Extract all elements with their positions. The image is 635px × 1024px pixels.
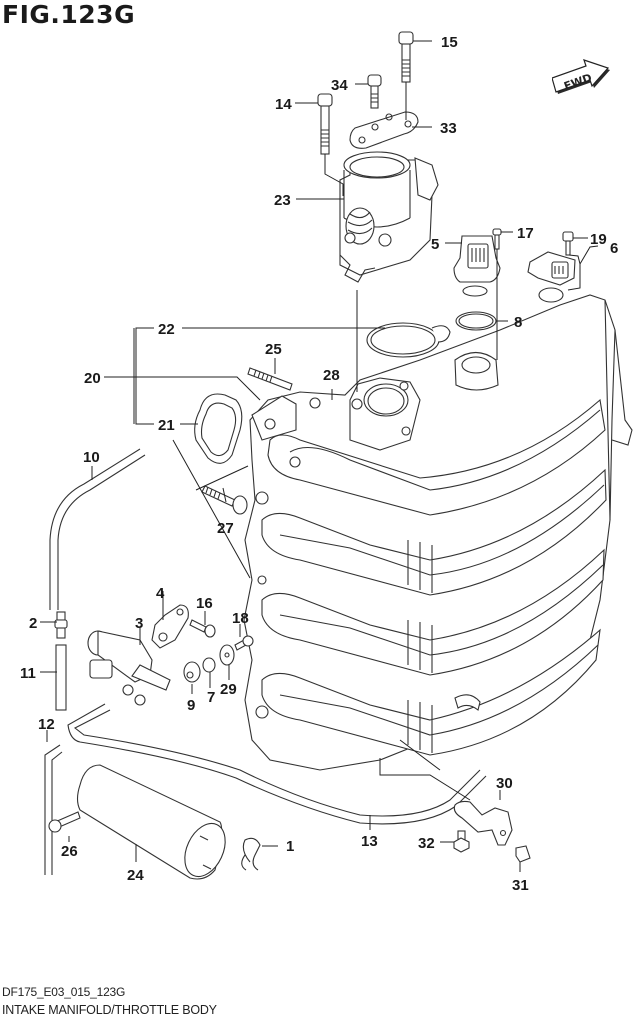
bolt-32[interactable] bbox=[453, 830, 470, 853]
bolt-18[interactable] bbox=[234, 635, 254, 651]
callout-7[interactable]: 7 bbox=[207, 689, 215, 706]
callout-2[interactable]: 2 bbox=[29, 615, 37, 632]
gasket-21[interactable] bbox=[194, 393, 243, 464]
diagram-caption: INTAKE MANIFOLD/THROTTLE BODY bbox=[2, 1003, 217, 1017]
plate-33[interactable] bbox=[349, 111, 419, 149]
bolt-34[interactable] bbox=[367, 74, 382, 109]
clamp-31[interactable] bbox=[515, 845, 531, 863]
callout-16[interactable]: 16 bbox=[196, 595, 213, 612]
callout-28[interactable]: 28 bbox=[323, 367, 340, 384]
callout-25[interactable]: 25 bbox=[265, 341, 282, 358]
bolt-26[interactable] bbox=[48, 811, 81, 833]
callout-11[interactable]: 11 bbox=[20, 665, 36, 682]
callout-29[interactable]: 29 bbox=[220, 681, 237, 698]
callout-26[interactable]: 26 bbox=[61, 843, 78, 860]
callout-30[interactable]: 30 bbox=[496, 775, 513, 792]
grommet-9[interactable] bbox=[183, 661, 201, 683]
o-ring-6[interactable] bbox=[538, 287, 564, 303]
bolt-16[interactable] bbox=[189, 619, 216, 638]
callout-9[interactable]: 9 bbox=[187, 697, 195, 714]
callout-31[interactable]: 31 bbox=[512, 877, 529, 894]
callout-21[interactable]: 21 bbox=[158, 417, 175, 434]
collar-7[interactable] bbox=[202, 657, 216, 673]
callout-19[interactable]: 19 bbox=[590, 231, 607, 248]
iac-valve-5[interactable] bbox=[453, 235, 501, 297]
callout-14[interactable]: 14 bbox=[275, 96, 292, 113]
solenoid-valve-3[interactable] bbox=[87, 630, 171, 706]
washer-29[interactable] bbox=[219, 644, 235, 666]
intake-manifold-20[interactable] bbox=[243, 294, 633, 771]
callout-4[interactable]: 4 bbox=[156, 585, 165, 602]
forward-direction-arrow-icon: FWD bbox=[552, 59, 610, 94]
callout-10[interactable]: 10 bbox=[83, 449, 100, 466]
o-ring-8[interactable] bbox=[455, 311, 497, 331]
gasket-22[interactable] bbox=[366, 322, 451, 358]
bolt-14[interactable] bbox=[317, 93, 333, 155]
hose-13[interactable] bbox=[67, 703, 487, 825]
clip-1[interactable] bbox=[241, 837, 261, 871]
callout-33[interactable]: 33 bbox=[440, 120, 457, 137]
callout-34[interactable]: 34 bbox=[331, 77, 348, 94]
callout-20[interactable]: 20 bbox=[84, 370, 101, 387]
bracket-4[interactable] bbox=[151, 604, 189, 649]
leader-lines bbox=[40, 40, 599, 872]
callout-17[interactable]: 17 bbox=[517, 225, 534, 242]
hose-11[interactable] bbox=[55, 644, 67, 711]
bolt-15[interactable] bbox=[398, 31, 414, 83]
figure-title: FIG.123G bbox=[2, 0, 136, 29]
callout-6[interactable]: 6 bbox=[610, 240, 618, 257]
callout-12[interactable]: 12 bbox=[38, 716, 55, 733]
hose-joint-2[interactable] bbox=[54, 611, 68, 639]
hose-10[interactable] bbox=[49, 448, 146, 610]
bracket-30[interactable] bbox=[453, 800, 513, 846]
callout-13[interactable]: 13 bbox=[361, 833, 378, 850]
callout-24[interactable]: 24 bbox=[127, 867, 144, 884]
throttle-body-23[interactable] bbox=[339, 151, 439, 283]
callout-3[interactable]: 3 bbox=[135, 615, 143, 632]
callout-23[interactable]: 23 bbox=[274, 192, 291, 209]
callout-18[interactable]: 18 bbox=[232, 610, 249, 627]
diagram-code: DF175_E03_015_123G bbox=[2, 985, 126, 999]
hose-12[interactable] bbox=[44, 744, 63, 875]
callout-15[interactable]: 15 bbox=[441, 34, 458, 51]
callout-labels: 15 34 14 33 23 17 19 5 6 8 22 25 20 28 2… bbox=[20, 34, 618, 894]
callout-22[interactable]: 22 bbox=[158, 321, 175, 338]
callout-32[interactable]: 32 bbox=[418, 835, 435, 852]
canister-24[interactable] bbox=[76, 764, 234, 883]
callout-27[interactable]: 27 bbox=[217, 520, 234, 537]
callout-1[interactable]: 1 bbox=[286, 838, 294, 855]
bolt-27[interactable] bbox=[201, 485, 248, 515]
callout-8[interactable]: 8 bbox=[514, 314, 522, 331]
sensor-6[interactable] bbox=[527, 251, 576, 286]
callout-5[interactable]: 5 bbox=[431, 236, 439, 253]
stud-25[interactable] bbox=[247, 367, 293, 391]
bolt-19[interactable] bbox=[562, 231, 574, 256]
